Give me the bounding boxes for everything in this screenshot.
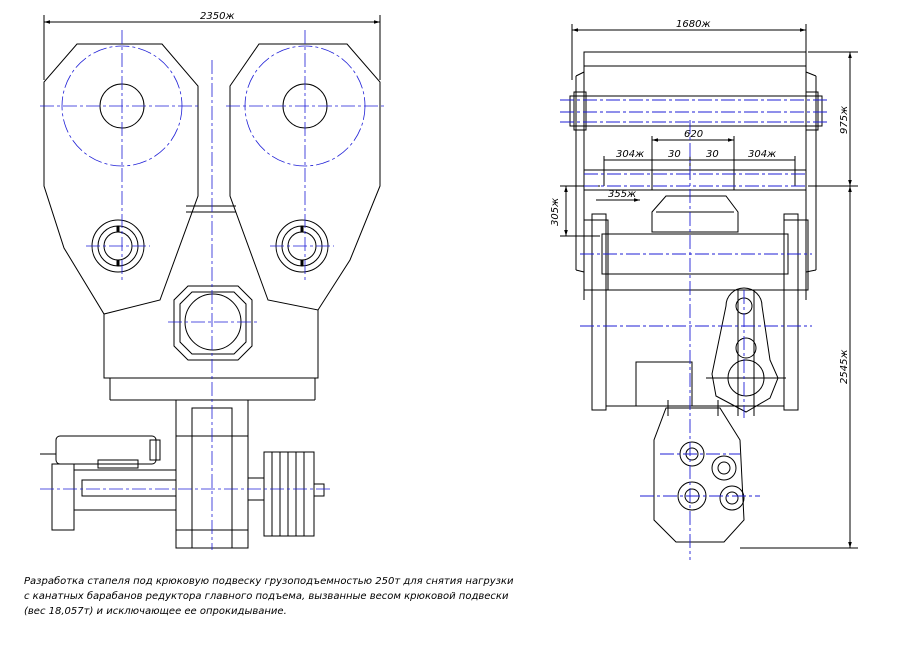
gear-block <box>651 195 739 233</box>
left-view <box>40 15 381 549</box>
caption-line-1: Разработка стапеля под крюковую подвеску… <box>24 576 514 587</box>
link-plate <box>711 287 779 413</box>
right-view <box>560 24 858 549</box>
stand-frame <box>51 463 75 531</box>
dim-620-text: 620 <box>684 129 703 140</box>
dim-305-text: 305ж <box>550 198 561 226</box>
dim-304-right-text: 304ж <box>748 149 776 160</box>
hook-block-body <box>103 310 319 379</box>
right-sheave-housing <box>229 43 381 311</box>
hook-body <box>653 407 745 543</box>
central-hub <box>173 285 253 361</box>
dim-975-text: 975ж <box>839 106 850 134</box>
top-beam <box>583 51 807 67</box>
dim-355-text: 355ж <box>608 189 636 200</box>
dim-304-left-text: 304ж <box>616 149 644 160</box>
dim-30-left-text: 30 <box>668 149 681 160</box>
dim-30-right-text: 30 <box>706 149 719 160</box>
caption-line-2: с канатных барабанов редуктора главного … <box>24 591 509 602</box>
right-centerlines <box>560 99 830 560</box>
dim-2545-text: 2545ж <box>839 350 850 384</box>
left-sheave-housing <box>43 43 199 315</box>
caption-line-3: (вес 18,057т) и исключающее ее опрокидыв… <box>24 606 287 617</box>
dim-2350-text: 2350ж <box>200 11 234 22</box>
left-centerlines <box>40 30 385 550</box>
dim-1680-text: 1680ж <box>676 19 710 30</box>
drum-axle <box>569 95 823 127</box>
drawing-caption: Разработка стапеля под крюковую подвеску… <box>24 574 544 619</box>
